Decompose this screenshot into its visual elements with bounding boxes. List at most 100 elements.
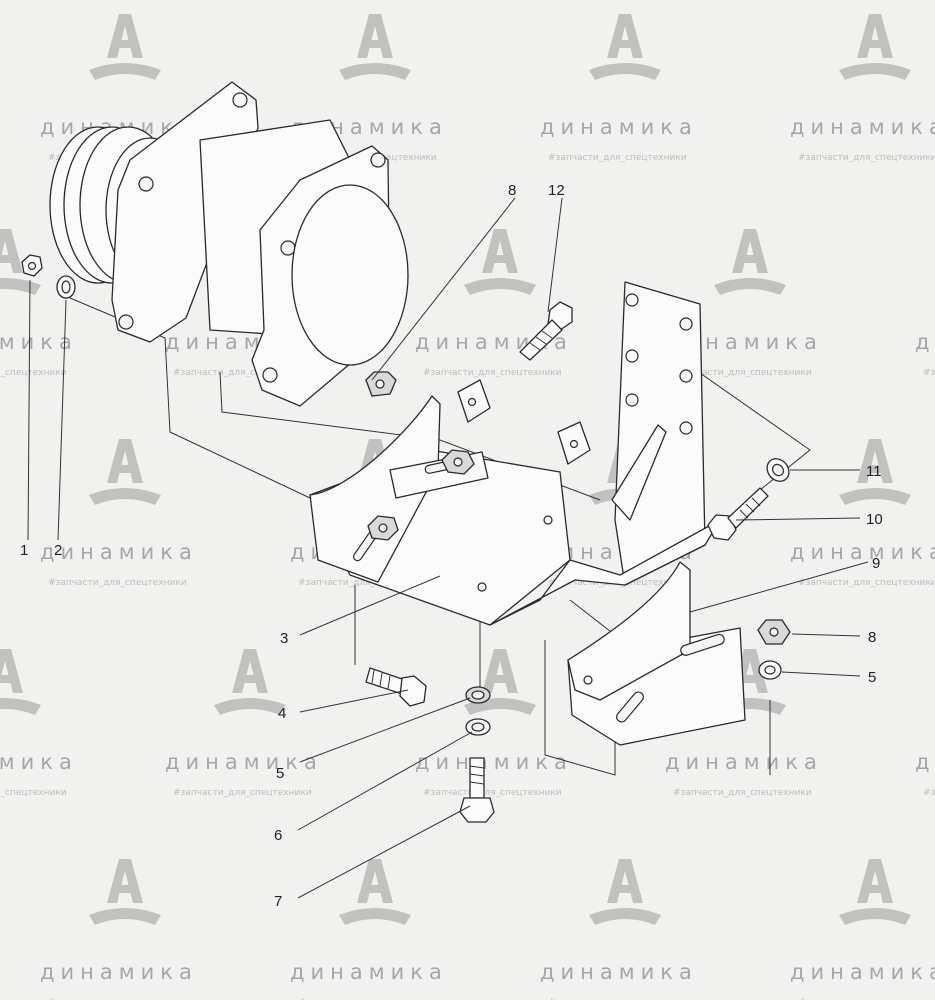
watermark-brand-text: динамика xyxy=(40,960,198,984)
callout-labels: 1 2 3 4 5 5 6 7 8 8 9 10 11 12 xyxy=(20,182,883,910)
alternator-unit xyxy=(49,81,409,407)
nut-part-1 xyxy=(21,254,43,277)
watermark-brand-text: динамика xyxy=(0,750,78,774)
right-bracket-ear xyxy=(567,561,691,701)
dinamika-logo-icon xyxy=(839,14,911,80)
callout-11: 11 xyxy=(866,463,882,480)
callout-10: 10 xyxy=(866,511,883,528)
watermark-tagline-text: #запчасти_для_спецтехники xyxy=(0,788,67,798)
dinamika-logo-icon xyxy=(464,649,536,715)
watermark-brand-text: динамика xyxy=(290,960,448,984)
watermark-tile: динамика #запчасти_для_спецтехники xyxy=(790,859,935,1000)
watermark-tagline-text: #запчасти_для_спецтехники xyxy=(548,998,687,1000)
watermark-brand-text: динамика xyxy=(915,330,935,354)
watermark-brand-text: динамика xyxy=(40,540,198,564)
dinamika-logo-icon xyxy=(589,14,661,80)
dinamika-logo-icon xyxy=(589,859,661,925)
watermark-tagline-text: #запчасти_для_спецтехники xyxy=(798,998,935,1000)
watermark-tagline-text: #запчасти_для_спецтехники xyxy=(173,788,312,798)
bolt-part-4 xyxy=(365,667,427,707)
watermark-brand-text: динамика xyxy=(790,960,935,984)
watermark-tagline-text: #запчасти_для_спецтехники xyxy=(798,578,935,588)
watermark-brand-text: динамика xyxy=(165,750,323,774)
dinamika-logo-icon xyxy=(89,859,161,925)
callout-3: 3 xyxy=(280,630,288,647)
watermark-brand-text: динамика xyxy=(540,115,698,139)
end-cap xyxy=(291,184,409,366)
watermark-tagline-text: #запчасти_для_спецтехники xyxy=(48,578,187,588)
dinamika-logo-icon xyxy=(839,859,911,925)
washer-part-5-lower xyxy=(465,686,491,704)
callout-5-right: 5 xyxy=(868,669,876,686)
bolt-part-12 xyxy=(519,301,573,361)
washer-part-5-right xyxy=(758,660,782,680)
bracket-left-ear xyxy=(309,395,441,583)
right-bracket-part-9 xyxy=(567,561,746,746)
callout-8-lower: 8 xyxy=(868,629,876,646)
callout-12: 12 xyxy=(548,182,565,199)
callout-5-lower: 5 xyxy=(276,765,284,782)
dinamika-logo-icon xyxy=(339,14,411,80)
callout-7: 7 xyxy=(274,893,282,910)
watermark-tagline-text: #запчасти_для_спецтехники xyxy=(923,788,935,798)
watermark-tile: динамика #запчасти_для_спецтехники xyxy=(540,14,698,163)
watermark-tile: динамика #запчасти_для_спецтехники xyxy=(415,649,573,798)
watermark-tagline-text: #запчасти_для_спецтехники xyxy=(423,788,562,798)
watermark-tagline-text: #запчасти_для_спецтехники xyxy=(173,368,312,378)
watermark-brand-text: динамика xyxy=(915,750,935,774)
main-bracket-part-3 xyxy=(309,281,721,626)
nut-part-8-lower xyxy=(757,619,791,645)
watermark-tile: динамика #запчасти_для_спецтехники xyxy=(40,439,198,588)
callout-4: 4 xyxy=(278,705,286,722)
dinamika-logo-icon xyxy=(89,439,161,505)
watermark-tagline-text: #запчасти_для_спецтехники xyxy=(548,153,687,163)
dinamika-logo-icon xyxy=(89,14,161,80)
watermark-brand-text: динамика xyxy=(0,330,78,354)
dinamika-logo-icon xyxy=(339,859,411,925)
watermark-tile: динамика #запчасти_для_спецтехники xyxy=(40,859,198,1000)
watermark-tile: динамика #запчасти_для_спецтехники xyxy=(790,14,935,163)
dinamika-logo-icon xyxy=(464,229,536,295)
washer-part-11 xyxy=(766,458,790,482)
watermark-brand-text: динамика xyxy=(665,750,823,774)
callout-6: 6 xyxy=(274,827,282,844)
watermark-brand-text: динамика xyxy=(790,115,935,139)
watermark-tile: динамика #запчасти_для_спецтехники xyxy=(0,649,78,798)
bolt-part-7 xyxy=(459,757,495,823)
watermark-tagline-text: #запчасти_для_спецтехники xyxy=(923,368,935,378)
watermark-tile: динамика #запчасти_для_спецтехники xyxy=(290,859,448,1000)
watermark-tile: динамика #запчасти_для_спецтехники xyxy=(915,750,935,798)
watermark-tile: динамика #запчасти_для_спецтехники xyxy=(540,859,698,1000)
watermark-tile: динамика #запчасти_для_спецтехники xyxy=(165,649,323,798)
callout-9: 9 xyxy=(872,555,880,572)
dinamika-logo-icon xyxy=(839,439,911,505)
nut-part-8-upper xyxy=(365,371,397,397)
watermark-tagline-text: #запчасти_для_спецтехники xyxy=(423,368,562,378)
dinamika-logo-icon xyxy=(0,229,41,295)
watermark-brand-text: динамика xyxy=(790,540,935,564)
watermark-brand-text: динамика xyxy=(540,960,698,984)
watermark-tagline-text: #запчасти_для_спецтехники xyxy=(673,368,812,378)
watermark-tagline-text: #запчасти_для_спецтехники xyxy=(298,578,437,588)
callout-leaders xyxy=(27,197,869,899)
dinamika-logo-icon xyxy=(714,229,786,295)
washer-part-6 xyxy=(465,718,491,736)
dinamika-logo-icon xyxy=(214,649,286,715)
watermark-brand-text: динамика xyxy=(415,750,573,774)
dinamika-logo-icon xyxy=(0,649,41,715)
watermark-tagline-text: #запчасти_для_спецтехники xyxy=(48,998,187,1000)
callout-8-upper: 8 xyxy=(508,182,516,199)
spacer-block-left xyxy=(457,379,491,423)
watermark-tagline-text: #запчасти_для_спецтехники xyxy=(298,998,437,1000)
spacer-block-right xyxy=(557,421,591,465)
watermark-tagline-text: #запчасти_для_спецтехники xyxy=(0,368,67,378)
watermark-tile: динамика #запчасти_для_спецтехники xyxy=(915,330,935,378)
watermark-tagline-text: #запчасти_для_спецтехники xyxy=(798,153,935,163)
watermark-tagline-text: #запчасти_для_спецтехники xyxy=(673,788,812,798)
callout-2: 2 xyxy=(54,542,62,559)
bolt-part-10 xyxy=(707,487,769,541)
watermark-tile: динамика #запчасти_для_спецтехники xyxy=(790,439,935,588)
washer-part-2 xyxy=(56,275,76,299)
watermark-tile: динамика #запчасти_для_спецтехники xyxy=(0,229,78,378)
